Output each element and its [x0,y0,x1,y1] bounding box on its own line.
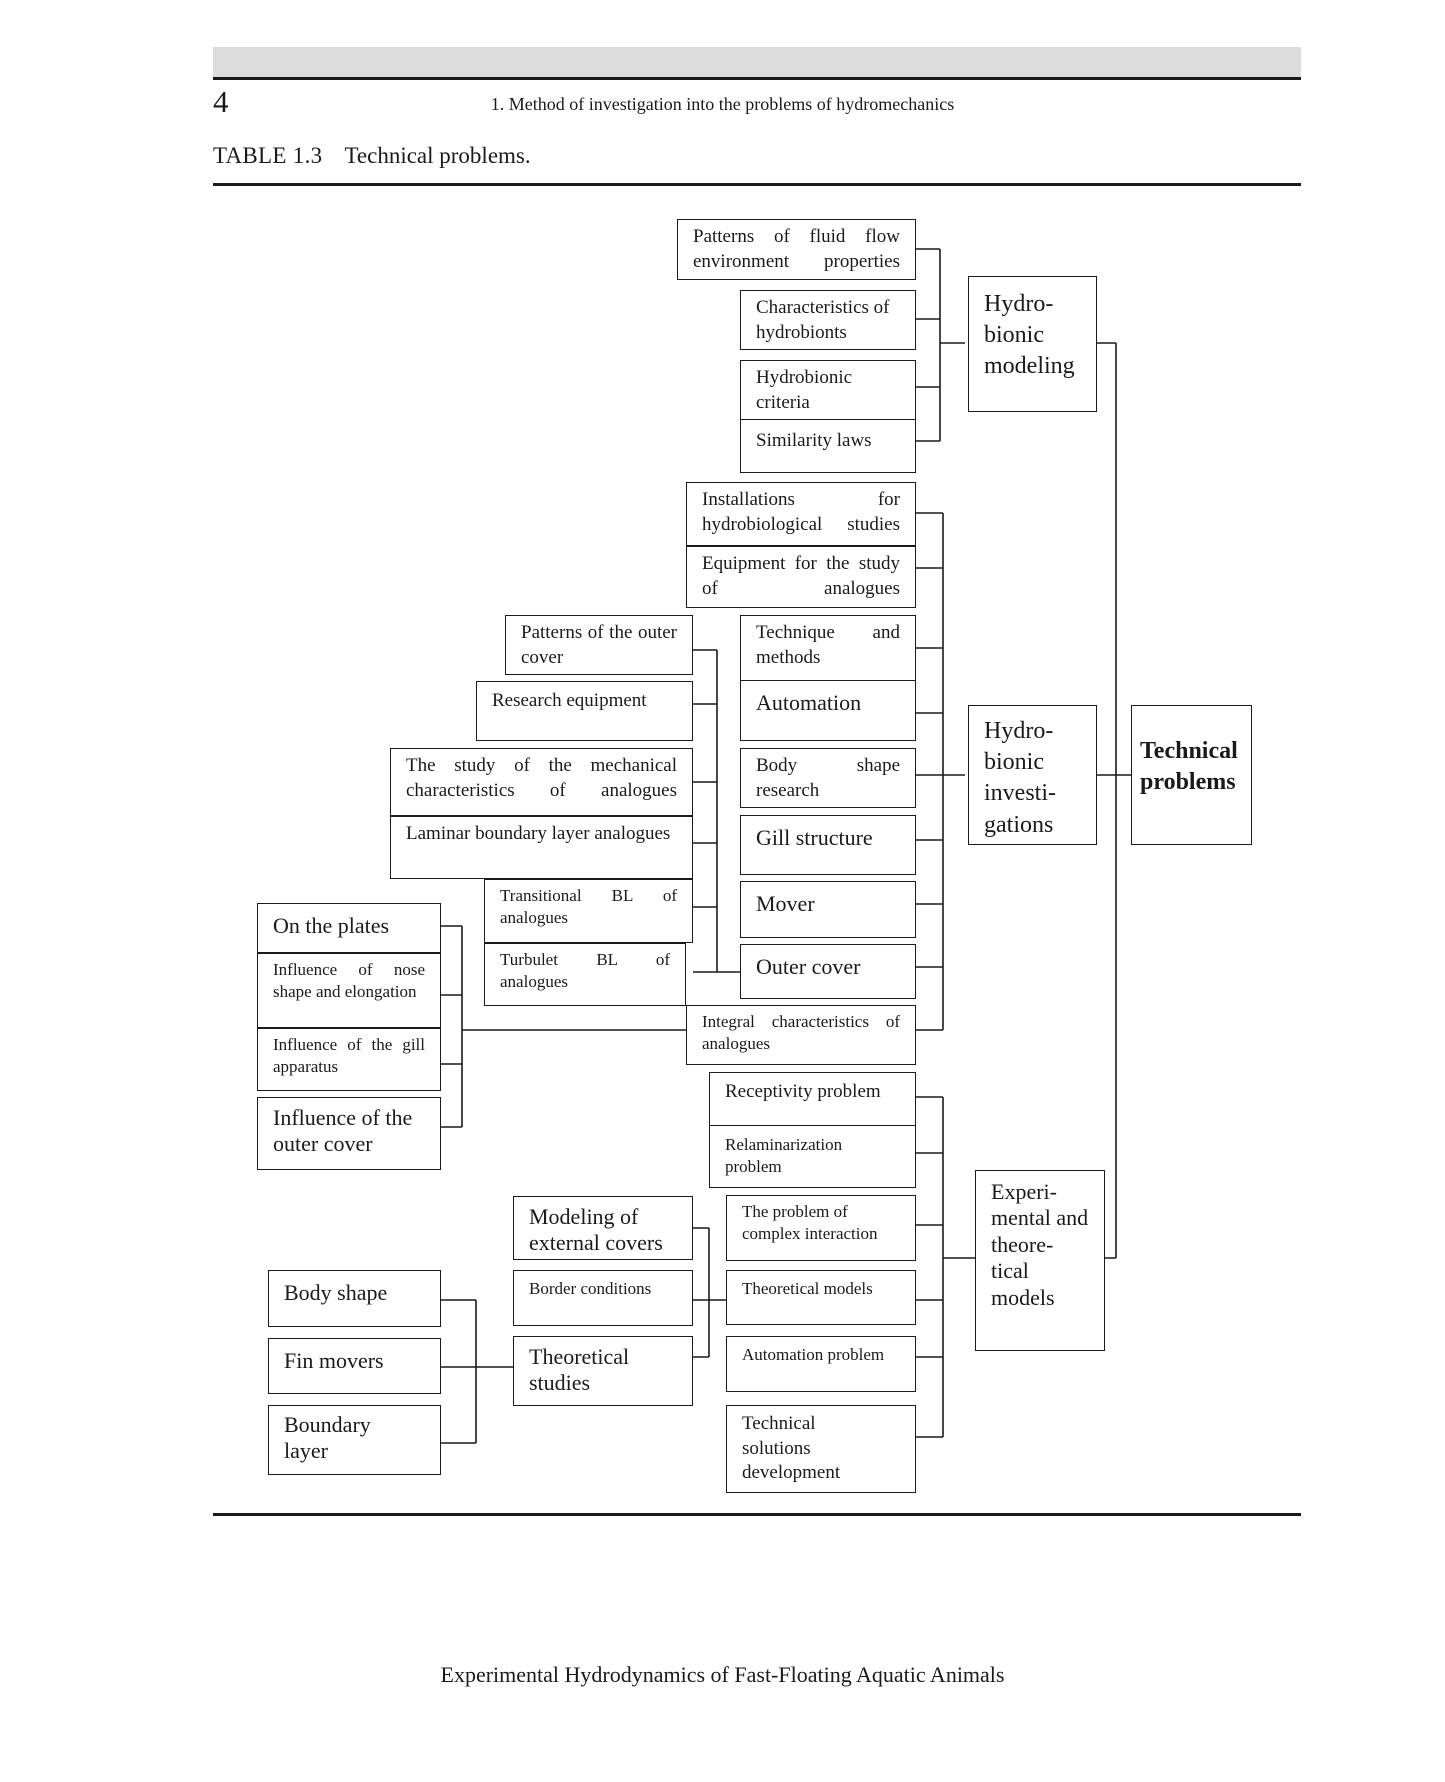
node-receptivity: Receptivity problem [709,1072,916,1128]
header-bar [213,47,1301,77]
node-fin-movers: Fin movers [268,1338,441,1394]
connector-outer-cover [693,649,740,973]
node-influence-outer-cover: Influence of the outer cover [257,1097,441,1170]
group-experimental-theoretical: Experi-mental and theore-tical models [975,1170,1105,1351]
node-border-conditions: Border conditions [513,1270,693,1326]
connector-theoretical-studies [441,1299,513,1444]
connector-investigations [916,512,965,1031]
page-number: 4 [213,84,229,119]
node-patterns-fluid-flow: Patterns of fluid flow environment prope… [677,219,916,280]
node-modeling-external: Modeling of external covers [513,1196,693,1260]
connector-root [1096,342,1131,1259]
node-relaminarization: Relaminarization problem [709,1125,916,1188]
node-automation: Automation [740,680,916,741]
node-laminar-bl: Laminar boundary layer analogues [390,816,693,879]
group-hydrobionic-investigations: Hydro-bionic investi-gations [968,705,1097,845]
node-technical-solutions: Technical solutions development [726,1405,916,1493]
connector-experimental [916,1096,975,1438]
table-top-rule [213,183,1301,186]
node-boundary-layer: Boundary layer [268,1405,441,1475]
node-automation-problem: Automation problem [726,1336,916,1392]
running-head: 1. Method of investigation into the prob… [490,94,955,114]
page-footer: Experimental Hydrodynamics of Fast-Float… [440,1662,1005,1687]
node-turbulet-bl: Turbulet BL of analogues [484,943,686,1006]
node-patterns-outer-cover: Patterns of the outer cover [505,615,693,675]
table-caption: Technical problems. [344,143,531,168]
connector-modeling [916,248,965,442]
node-equipment: Equipment for the study of analogues [686,546,916,608]
node-similarity-laws: Similarity laws [740,419,916,473]
node-technique-methods: Technique and methods [740,615,916,682]
node-outer-cover: Outer cover [740,944,916,999]
node-integral-characteristics: Integral characteristics of analogues [686,1005,916,1065]
root-technical-problems: Technical problems [1131,705,1252,845]
node-theoretical-models: Theoretical models [726,1270,916,1325]
node-complex-interaction: The problem of complex interaction [726,1195,916,1261]
node-research-equipment: Research equipment [476,681,693,741]
node-body-shape-research: Body shape research [740,748,916,808]
header-rule [213,77,1301,80]
node-on-plates: On the plates [257,903,441,953]
node-theoretical-studies: Theoretical studies [513,1336,693,1406]
table-bottom-rule [213,1513,1301,1516]
node-gill-apparatus: Influence of the gill apparatus [257,1028,441,1091]
connector-theoretical-models [693,1227,726,1358]
node-installations: Installations for hydrobiological studie… [686,482,916,546]
node-body-shape: Body shape [268,1270,441,1327]
node-gill-structure: Gill structure [740,815,916,875]
node-transitional-bl: Transitional BL of analogues [484,879,693,943]
node-characteristics-hydrobionts: Characteristics of hydrobionts [740,290,916,350]
node-hydrobionic-criteria: Hydrobionic criteria [740,360,916,421]
node-mechanical-characteristics: The study of the mechanical characterist… [390,748,693,816]
group-hydrobionic-modeling: Hydro-bionic modeling [968,276,1097,412]
node-mover: Mover [740,881,916,938]
table-label: TABLE 1.3 [213,143,323,168]
connector-integral [441,925,686,1128]
table-title: TABLE 1.3 Technical problems. [213,142,531,170]
node-nose-shape: Influence of nose shape and elongation [257,953,441,1028]
